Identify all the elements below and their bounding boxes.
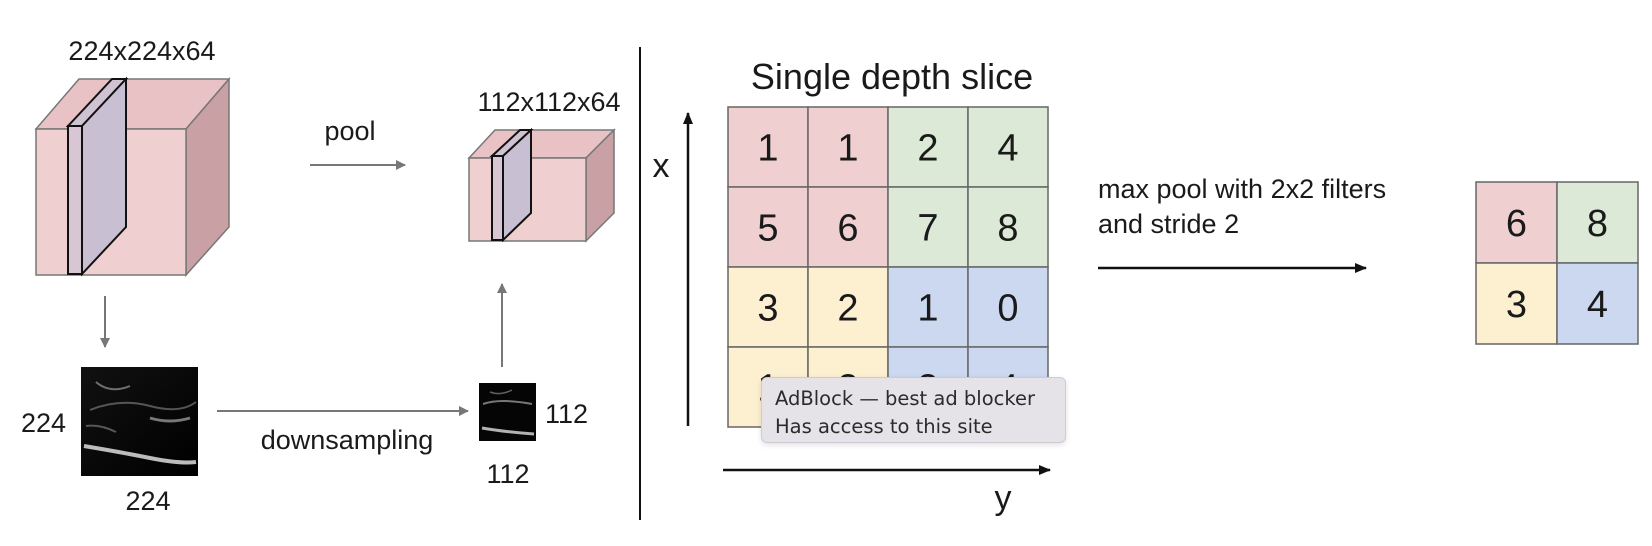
maxpool-caption-line2: and stride 2	[1098, 209, 1239, 239]
slice-size-bottom-label: 224	[125, 486, 170, 516]
slice-value-2-2: 1	[917, 288, 938, 330]
slice-value-0-2: 2	[917, 128, 938, 170]
downsampling-label: downsampling	[261, 425, 434, 455]
slice-cell-2-2	[887, 266, 969, 348]
axis-y-label: y	[995, 479, 1012, 517]
result-grid: 6 8 3 4	[1475, 181, 1639, 345]
slice-value-0-0: 1	[757, 128, 778, 170]
result-value-1-1: 4	[1587, 284, 1608, 326]
adblock-tooltip: AdBlock — best ad blocker Has access to …	[761, 377, 1066, 443]
tooltip-line-2: Has access to this site	[775, 415, 993, 438]
slice-cell-0-1	[807, 106, 889, 188]
pool-label: pool	[324, 116, 375, 146]
small-size-bottom-label: 112	[486, 459, 529, 489]
feature-map-small	[479, 383, 536, 441]
slice-value-1-3: 8	[997, 208, 1018, 250]
slice-cell-1-3	[967, 186, 1049, 268]
output-volume-cube	[467, 127, 616, 243]
feature-map-large	[81, 367, 198, 476]
result-value-1-0: 3	[1506, 284, 1527, 326]
slice-value-1-1: 6	[837, 208, 858, 250]
slice-cell-1-2	[887, 186, 969, 268]
slice-value-1-0: 5	[757, 208, 778, 250]
small-size-right-label: 112	[545, 399, 588, 429]
result-value-0-0: 6	[1506, 203, 1527, 245]
input-volume-cube	[34, 76, 231, 277]
slice-value-2-3: 0	[997, 288, 1018, 330]
input-dims-label: 224x224x64	[68, 36, 215, 66]
output-dims-label: 112x112x64	[477, 87, 620, 117]
slice-value-2-1: 2	[837, 288, 858, 330]
slice-title: Single depth slice	[751, 56, 1033, 97]
slice-cell-2-0	[727, 266, 809, 348]
result-cell-1-0	[1475, 262, 1558, 345]
slice-value-0-1: 1	[837, 128, 858, 170]
tooltip-line-1: AdBlock — best ad blocker	[775, 387, 1035, 410]
axis-x-label: x	[653, 147, 670, 185]
slice-value-0-3: 4	[997, 128, 1018, 170]
result-value-0-1: 8	[1587, 203, 1608, 245]
result-cell-1-1	[1556, 262, 1639, 345]
slice-value-1-2: 7	[917, 208, 938, 250]
maxpool-caption-line1: max pool with 2x2 filters	[1098, 174, 1386, 204]
slice-value-2-0: 3	[757, 288, 778, 330]
slice-cell-1-1	[807, 186, 889, 268]
slice-cell-0-3	[967, 106, 1049, 188]
slice-size-left-label: 224	[21, 408, 66, 438]
